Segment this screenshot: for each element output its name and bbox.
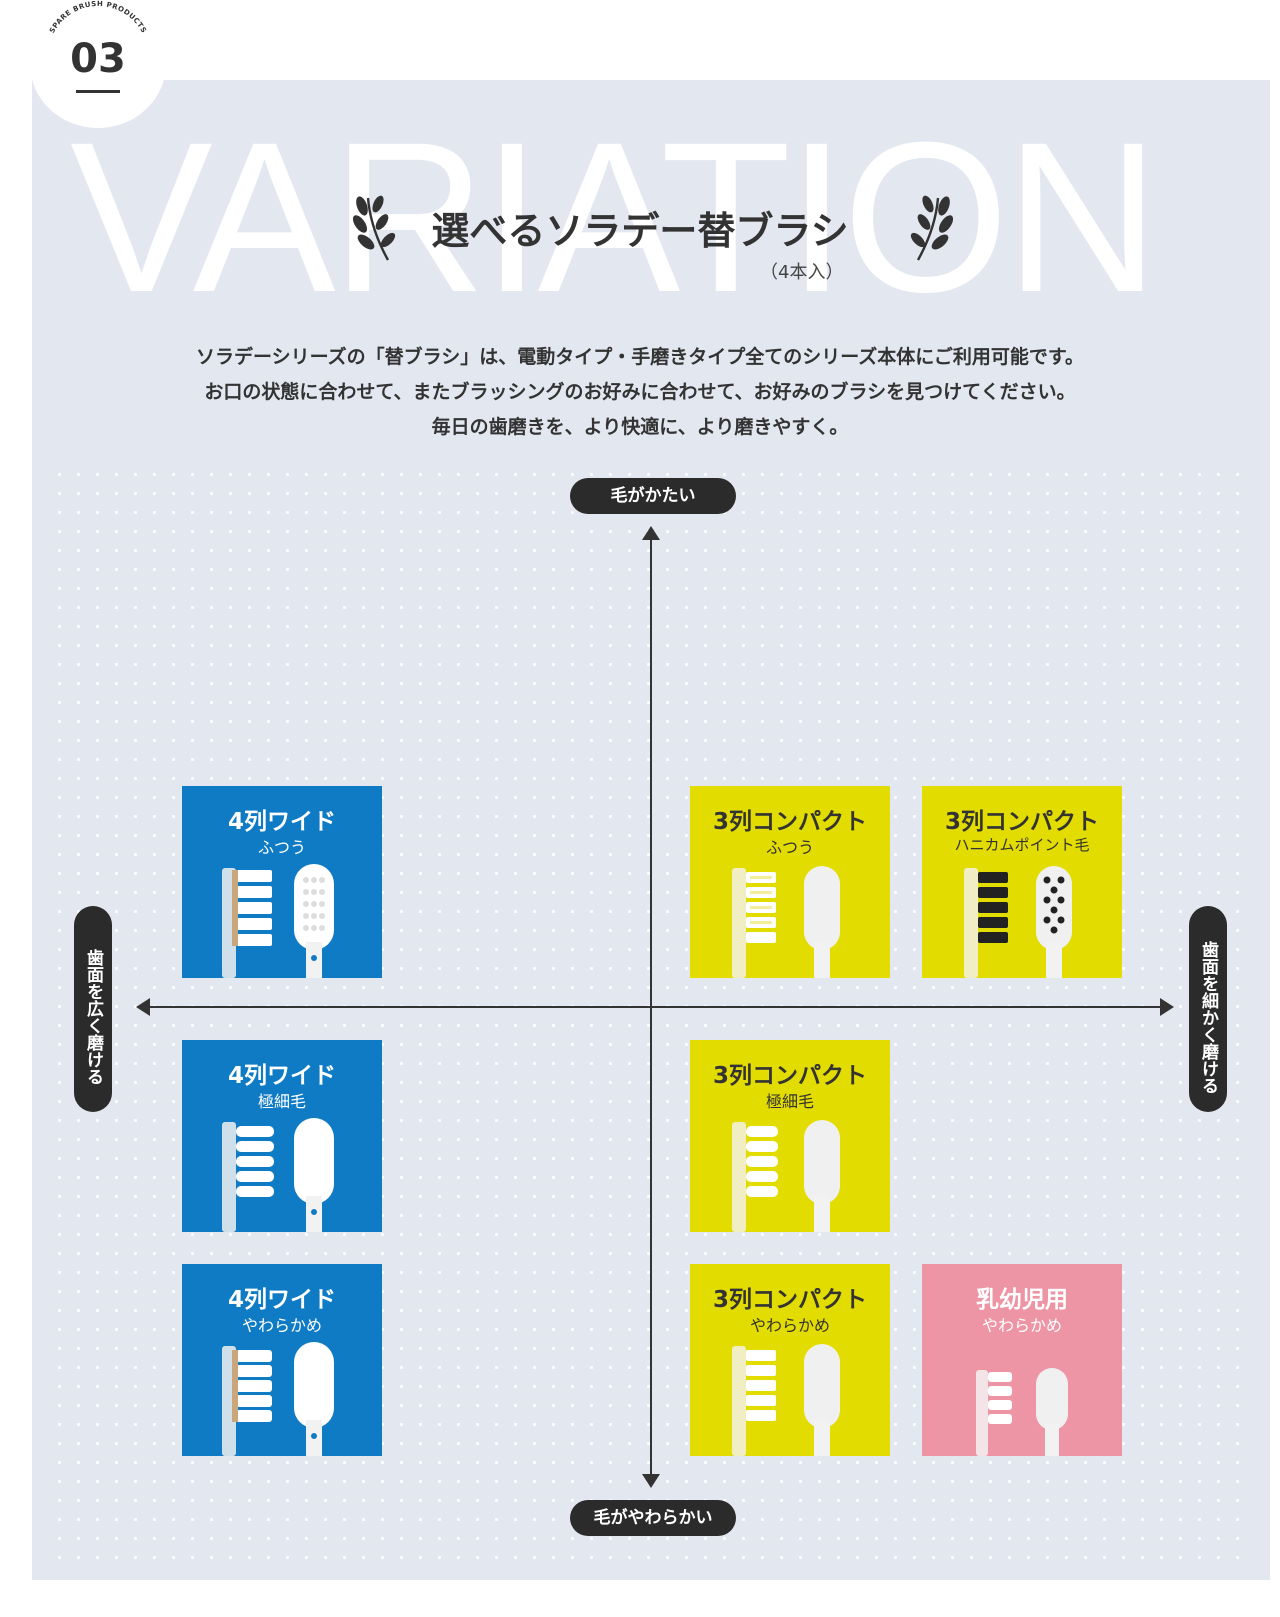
- product-title: 4列ワイド: [227, 809, 336, 835]
- toothbrush-head-icon: [222, 1118, 334, 1232]
- product-card-compact-normal[interactable]: 3列コンパクト ふつう: [690, 786, 890, 978]
- svg-text:SPARE BRUSH PRODUCTS: SPARE BRUSH PRODUCTS: [48, 0, 148, 35]
- axis-label-hard: 毛がかたい: [570, 478, 736, 514]
- toothbrush-head-icon: [222, 1342, 334, 1456]
- product-subtitle: ふつう: [765, 838, 814, 857]
- description-line: ソラデーシリーズの「替ブラシ」は、電動タイプ・手磨きタイプ全てのシリーズ本体にご…: [195, 346, 1085, 368]
- product-subtitle: やわらかめ: [981, 1316, 1062, 1335]
- description-line: 毎日の歯磨きを、より快適に、より磨きやすく。: [431, 416, 849, 438]
- product-subtitle: 極細毛: [257, 1092, 306, 1111]
- product-card-compact-soft[interactable]: 3列コンパクト やわらかめ: [690, 1264, 890, 1456]
- laurel-left-icon: [352, 195, 396, 261]
- product-title: 4列ワイド: [227, 1063, 336, 1089]
- axis-label-fine: 歯面を細かく磨ける: [1189, 906, 1227, 1112]
- arrow-down-icon: [642, 1474, 660, 1488]
- product-card-compact-fine[interactable]: 3列コンパクト 極細毛: [690, 1040, 890, 1232]
- axis-label-wide: 歯面を広く磨ける: [74, 906, 112, 1112]
- description-line: お口の状態に合わせて、またブラッシングのお好みに合わせて、お好みのブラシを見つけ…: [204, 381, 1076, 403]
- product-card-compact-honeycomb[interactable]: 3列コンパクト ハニカムポイント毛: [922, 786, 1122, 978]
- vertical-axis: [650, 538, 652, 1478]
- product-title: 3列コンパクト: [712, 1287, 867, 1313]
- toothbrush-head-icon: [222, 864, 334, 978]
- hero-watermark-word: VARIATION: [70, 118, 1160, 318]
- arrow-left-icon: [136, 998, 150, 1016]
- page-subtitle: （4本入）: [760, 262, 844, 283]
- product-card-wide-soft[interactable]: 4列ワイド やわらかめ: [182, 1264, 382, 1456]
- toothbrush-head-icon: [732, 866, 840, 978]
- product-subtitle: ふつう: [257, 838, 306, 857]
- product-subtitle: やわらかめ: [749, 1316, 830, 1335]
- product-title: 4列ワイド: [227, 1287, 336, 1313]
- product-card-wide-normal[interactable]: 4列ワイド ふつう: [182, 786, 382, 978]
- toothbrush-head-icon: [976, 1368, 1068, 1456]
- description: ソラデーシリーズの「替ブラシ」は、電動タイプ・手磨きタイプ全てのシリーズ本体にご…: [0, 340, 1280, 445]
- arrow-up-icon: [642, 526, 660, 540]
- horizontal-axis: [150, 1006, 1160, 1008]
- product-subtitle: やわらかめ: [241, 1316, 322, 1335]
- product-title: 3列コンパクト: [944, 809, 1099, 835]
- toothbrush-head-icon: [732, 1120, 840, 1232]
- section-number-underline: [76, 90, 120, 93]
- arrow-right-icon: [1160, 998, 1174, 1016]
- section-badge: 03: [30, 0, 166, 128]
- badge-arc-text: SPARE BRUSH PRODUCTS: [48, 0, 148, 35]
- product-title: 乳幼児用: [976, 1287, 1068, 1313]
- section-number: 03: [70, 36, 126, 82]
- product-subtitle: ハニカムポイント毛: [954, 836, 1090, 854]
- page-title: 選べるソラデー替ブラシ: [431, 209, 849, 253]
- toothbrush-head-icon: [964, 866, 1072, 978]
- product-subtitle: 極細毛: [765, 1092, 814, 1111]
- laurel-right-icon: [910, 195, 954, 261]
- product-title: 3列コンパクト: [712, 809, 867, 835]
- axis-label-soft: 毛がやわらかい: [570, 1500, 736, 1536]
- toothbrush-head-icon: [732, 1344, 840, 1456]
- product-title: 3列コンパクト: [712, 1063, 867, 1089]
- product-card-infant-soft[interactable]: 乳幼児用 やわらかめ: [922, 1264, 1122, 1456]
- product-card-wide-fine[interactable]: 4列ワイド 極細毛: [182, 1040, 382, 1232]
